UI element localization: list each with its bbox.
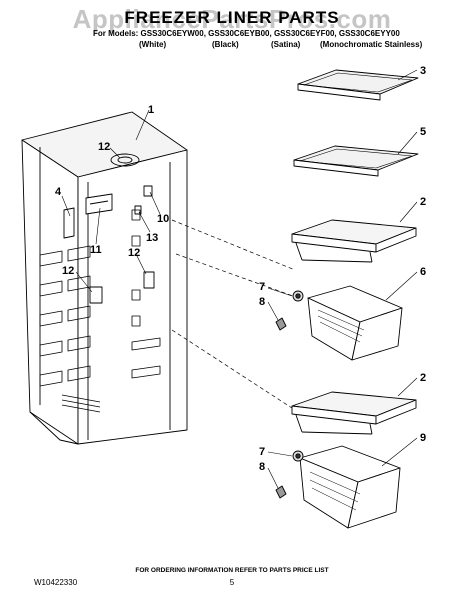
- document-number: W10422330: [34, 578, 78, 587]
- variant-black: (Black): [212, 40, 239, 49]
- callout-light-lower: 12: [62, 265, 74, 277]
- callout-damper: 4: [55, 186, 62, 198]
- callout-bin-lower: 9: [420, 432, 426, 444]
- shelf-frame-upper: [291, 219, 417, 263]
- freezer-bin-upper: [307, 285, 403, 361]
- callout-cap-upper: 7: [259, 281, 265, 293]
- page-number: 5: [229, 578, 235, 587]
- callout-clip: 13: [146, 232, 158, 244]
- variant-satina: (Satina): [271, 40, 301, 49]
- callout-liner: 1: [148, 104, 154, 116]
- callout-screw-upper: 8: [259, 296, 265, 308]
- watermark: AppliancePartsPros.com: [72, 4, 392, 34]
- callout-screw-lower: 8: [259, 461, 265, 473]
- callout-shelf-top: 3: [420, 65, 426, 77]
- variant-stainless: (Monochromatic Stainless): [320, 40, 423, 49]
- callout-thermistor: 10: [157, 213, 169, 225]
- page-title: FREEZER LINER PARTS: [124, 8, 340, 27]
- callout-cap-lower: 7: [259, 446, 265, 458]
- callout-shelf-frame-upper: 2: [420, 196, 426, 208]
- ordering-note: FOR ORDERING INFORMATION REFER TO PARTS …: [135, 567, 329, 574]
- callout-shelf-frame-lower: 2: [420, 372, 426, 384]
- shelf-glass-second: [293, 145, 419, 177]
- models-line: For Models: GSS30C6EYW00, GSS30C6EYB00, …: [93, 29, 400, 38]
- freezer-liner: [21, 111, 188, 445]
- callout-control: 11: [90, 244, 102, 256]
- shelf-frame-lower: [291, 391, 417, 435]
- callout-light-side: 12: [128, 247, 140, 259]
- variant-white: (White): [139, 40, 167, 49]
- callout-light-upper: 12: [98, 141, 110, 153]
- callout-shelf-second: 5: [420, 126, 426, 138]
- freezer-bin-lower: [299, 445, 401, 529]
- shelf-glass-top: [297, 69, 419, 101]
- callout-bin-upper: 6: [420, 266, 426, 278]
